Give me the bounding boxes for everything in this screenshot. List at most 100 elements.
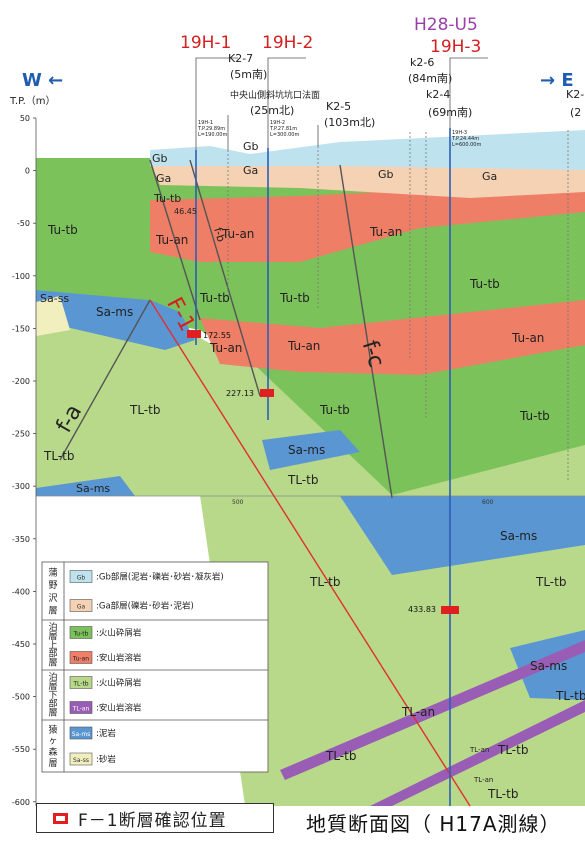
unit-tutb-center1: Tu-tb bbox=[199, 291, 230, 305]
legend-group-name-char: 層 bbox=[48, 631, 57, 642]
k2edge-label: K2- bbox=[566, 88, 584, 101]
unit-tutb-lower-center: Tu-tb bbox=[319, 403, 350, 417]
h2-info-2: T.P.27.81m bbox=[269, 126, 297, 132]
k27-label: K2-7 bbox=[228, 52, 253, 65]
header-leaders bbox=[195, 57, 488, 150]
k27-dist: (5m南) bbox=[230, 68, 267, 81]
unit-tltb-bottom-center: TL-tb bbox=[325, 749, 356, 763]
layer-tl-an-band-2 bbox=[370, 700, 585, 806]
fault-west-line bbox=[149, 159, 201, 321]
unit-sams-right: Sa-ms bbox=[530, 659, 567, 673]
borehole-headers: 19H-1 19H-2 H28-U5 19H-3 bbox=[180, 15, 481, 57]
legend-group-name-char: 層 bbox=[48, 681, 57, 692]
depth-tick-label: -550 bbox=[12, 745, 30, 754]
legend-code: Gb bbox=[77, 575, 86, 582]
depth-tick-label: -50 bbox=[17, 219, 30, 228]
unit-sams-deep: Sa-ms bbox=[500, 529, 537, 543]
legend-group-name-char: 泊 bbox=[48, 672, 57, 683]
legend-code: Tu-tb bbox=[73, 631, 89, 638]
confirm-marker-19h1 bbox=[187, 330, 201, 338]
depth-tick-label: -100 bbox=[12, 272, 30, 281]
unit-tltb-bottom-right1: TL-tb bbox=[497, 743, 528, 757]
layer-tl-an-band-1 bbox=[280, 640, 585, 780]
unit-tuan-lower-center: Tu-an bbox=[287, 339, 320, 353]
legend-group-name-char: 層 bbox=[48, 708, 57, 719]
unit-tltb-center: TL-tb bbox=[287, 473, 318, 487]
unit-sass: Sa-ss bbox=[40, 292, 69, 305]
legend-desc: :安山岩溶岩 bbox=[96, 653, 142, 664]
layer-sa-ms-center bbox=[262, 430, 360, 470]
legend-frame bbox=[41, 561, 269, 773]
layer-sa-ms-deep bbox=[340, 496, 585, 575]
unit-tuan-center: Tu-an bbox=[221, 227, 254, 241]
axis-unit-label: T.P.（m） bbox=[9, 95, 56, 107]
unit-gb-left: Gb bbox=[152, 152, 168, 165]
fault-f1-line bbox=[149, 299, 471, 807]
depth-tick-label: -300 bbox=[12, 482, 30, 491]
fault-lines bbox=[59, 159, 471, 807]
h1-info-2: T.P.29.89m bbox=[197, 126, 225, 132]
fault-fb-line bbox=[189, 159, 261, 397]
k24-dist: (69m南) bbox=[428, 106, 472, 119]
layer-tu-an-lower bbox=[200, 300, 585, 375]
unit-sams-left: Sa-ms bbox=[96, 305, 133, 319]
legend-code: Tu-an bbox=[72, 656, 89, 663]
depth-tick-label: 0 bbox=[25, 167, 30, 176]
k2edge-dist: (2 bbox=[570, 106, 581, 119]
slope-label: 中央山側斜坑坑口法面 bbox=[230, 89, 320, 101]
legend-group-name-char: 部 bbox=[48, 698, 57, 710]
legend-desc: :安山岩溶岩 bbox=[96, 703, 142, 714]
unit-gb-center: Gb bbox=[243, 140, 259, 153]
lithology-legend: 蒲野沢層Gb:Gb部層(泥岩･礫岩･砂岩･凝灰岩)Ga:Ga部層(礫岩･砂岩･泥… bbox=[41, 561, 269, 773]
k25-dist: (103m北) bbox=[324, 116, 375, 129]
legend-code: Ga bbox=[77, 604, 86, 611]
h1-info-3: L=190.00m bbox=[198, 132, 227, 138]
figure-title: 地質断面図（ H17A測線） bbox=[306, 812, 561, 836]
legend-swatch bbox=[69, 676, 93, 689]
legend-desc: :Gb部層(泥岩･礫岩･砂岩･凝灰岩) bbox=[96, 572, 224, 583]
layer-tu-an-upper bbox=[150, 182, 585, 262]
legend-swatch bbox=[69, 701, 93, 714]
unit-depth-4645: 46.45 bbox=[174, 207, 197, 216]
legend-group-name-char: 沢 bbox=[48, 592, 57, 604]
borehole-19h1-label: 19H-1 bbox=[180, 33, 231, 53]
unit-gb-right: Gb bbox=[378, 168, 394, 181]
layer-sa-ss bbox=[36, 296, 70, 336]
unit-ga-left: Ga bbox=[156, 172, 171, 185]
legend-swatch bbox=[69, 626, 93, 639]
legend-code: TL-an bbox=[72, 706, 90, 713]
unit-tlan-small1: TL-an bbox=[469, 746, 489, 754]
legend-code: TL-tb bbox=[72, 681, 88, 688]
k26-label: k2-6 bbox=[410, 56, 434, 69]
unit-tuan-right: Tu-an bbox=[369, 225, 402, 239]
borehole-info-text: 19H-1 T.P.29.89m L=190.00m 19H-2 T.P.27.… bbox=[197, 120, 481, 148]
legend-group-name-char: 層 bbox=[48, 758, 57, 769]
direction-labels: W ← → E T.P.（m） bbox=[9, 70, 574, 107]
unit-tuan-lower-left: Tu-an bbox=[209, 341, 242, 355]
unit-tutb-center2: Tu-tb bbox=[279, 291, 310, 305]
fault-confirm-markers bbox=[187, 330, 459, 614]
depth-tick-label: -250 bbox=[12, 430, 30, 439]
unit-tltb-deep-center: TL-tb bbox=[309, 575, 340, 589]
unit-ga-right: Ga bbox=[482, 170, 497, 183]
ref-borehole-labels: K2-7 (5m南) 中央山側斜坑坑口法面 (25m北) K2-5 (103m北… bbox=[228, 52, 584, 129]
unit-tutb-lower-right: Tu-tb bbox=[519, 409, 550, 423]
legend-desc: :泥岩 bbox=[96, 728, 116, 739]
legend-desc: :火山砕屑岩 bbox=[96, 628, 142, 639]
unit-tltb-far-left: TL-tb bbox=[43, 449, 74, 463]
legend-group-name-char: 下 bbox=[48, 691, 57, 701]
legend-desc: :Ga部層(礫岩･砂岩･泥岩) bbox=[96, 601, 194, 612]
legend-code: Sa-ss bbox=[73, 757, 89, 764]
legend-group-name-char: ヶ bbox=[48, 737, 57, 747]
h2-info-1: 19H-2 bbox=[270, 120, 285, 126]
k24-label: k2-4 bbox=[426, 88, 450, 101]
fault-confirm-legend: F－1断層確認位置 bbox=[36, 803, 274, 833]
depth-tick-label: -350 bbox=[12, 535, 30, 544]
legend-group-name-char: 泊 bbox=[48, 622, 57, 633]
east-label: → E bbox=[540, 70, 574, 91]
legend-swatch bbox=[69, 599, 93, 612]
west-label: W ← bbox=[22, 70, 63, 91]
k26-dist: (84m南) bbox=[408, 72, 452, 85]
unit-tutb-right: Tu-tb bbox=[469, 277, 500, 291]
